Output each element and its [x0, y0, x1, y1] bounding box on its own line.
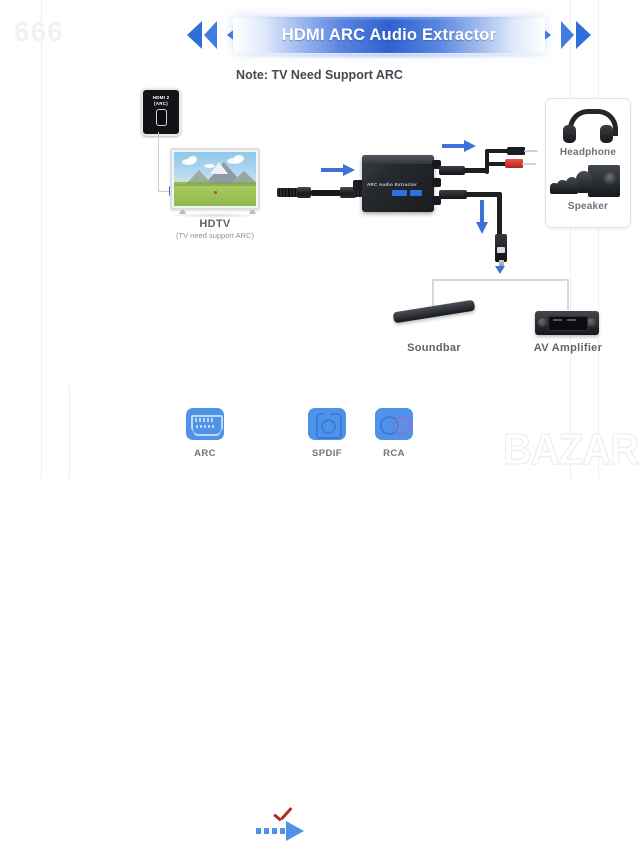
tv-label: HDTV (TV need support ARC) [155, 218, 275, 240]
double-chevron-right-icon [576, 21, 591, 49]
extractor-output-jack [432, 178, 441, 187]
double-chevron-right-icon [561, 21, 574, 49]
extractor-led [410, 190, 422, 196]
banner-bar: HDMI ARC Audio Extractor [233, 17, 545, 53]
tv-stand [249, 210, 256, 214]
optical-plug [495, 234, 507, 267]
hdmi-port-line2: (ARC) [153, 100, 168, 106]
extractor-input-jack [353, 180, 365, 191]
tv-label-text: HDTV [199, 218, 231, 230]
arc-label: ARC [194, 448, 216, 459]
hdmi-slot-icon [155, 109, 167, 127]
hdmi-port-icon: HDMI 2 (ARC) [141, 88, 181, 136]
bracket-line [432, 279, 434, 310]
hdmi-port-line1: HDMI 2 [152, 95, 170, 100]
soundbar-icon [392, 299, 476, 324]
headphone-icon [568, 109, 618, 136]
av-amplifier-icon [535, 311, 599, 335]
output-devices-card: Headphone Speaker [545, 98, 631, 228]
audio-extractor-box-icon: ARC Audio Extractor [362, 155, 434, 212]
banner-tip-right-icon [542, 28, 551, 42]
watermark-right: BAZAR [502, 426, 639, 475]
background-guide-line [570, 0, 571, 479]
extractor-box-top [362, 155, 434, 164]
banner-glow [225, 14, 553, 21]
spdif-label: SPDIF [312, 448, 342, 459]
rca-plug-black [507, 147, 525, 155]
soundbar-label: Soundbar [387, 342, 481, 354]
hdmi-arc-port-icon [186, 408, 224, 440]
tv-shadow [168, 213, 264, 218]
tv-stand [179, 210, 186, 214]
headphone-label: Headphone [559, 147, 617, 158]
extractor-output-jack [432, 196, 441, 205]
arrow-right-icon [442, 140, 478, 152]
arrow-right-icon [256, 821, 304, 841]
extractor-led [392, 190, 407, 196]
banner-tip-left-icon [227, 28, 236, 42]
background-guide-line [41, 0, 42, 479]
port-icon-row: ARC SPDIF RCA [0, 404, 640, 841]
extractor-label: ARC Audio Extractor [367, 182, 418, 187]
arrow-right-icon [321, 164, 355, 176]
arrow-down-icon [493, 266, 507, 276]
header-banner: HDMI ARC Audio Extractor [187, 14, 591, 59]
arrow-down-icon [475, 200, 489, 236]
soundbar-label-text: Soundbar [407, 342, 461, 354]
hdmi-cable-icon [277, 186, 363, 198]
rca-label: RCA [383, 448, 405, 459]
double-chevron-left-icon [204, 21, 217, 49]
tv-screen [174, 152, 256, 206]
double-chevron-left-icon [187, 21, 202, 49]
page-title: HDMI ARC Audio Extractor [281, 25, 497, 44]
tv-sublabel-text: (TV need support ARC) [176, 231, 254, 240]
amplifier-label-text: AV Amplifier [533, 342, 603, 354]
television-icon [170, 148, 260, 210]
bracket-line [432, 279, 568, 281]
bracket-line [567, 279, 569, 310]
note-text: Note: TV Need Support ARC [236, 68, 403, 82]
rca-plug-red [505, 159, 523, 168]
amplifier-label: AV Amplifier [521, 342, 615, 354]
spdif-optical-port-icon [308, 408, 346, 440]
product-info-card: HDMI ARC Audio Extractor Note: TV Need S… [69, 0, 631, 386]
rca-dual-port-icon [375, 408, 413, 440]
connector-line [158, 132, 160, 192]
connector-line [158, 191, 171, 193]
extractor-output-jack [432, 160, 441, 169]
banner-glow [225, 52, 553, 59]
speaker-label: Speaker [567, 201, 609, 212]
background-guide-line [598, 0, 599, 479]
watermark-left: 666 [14, 16, 64, 47]
